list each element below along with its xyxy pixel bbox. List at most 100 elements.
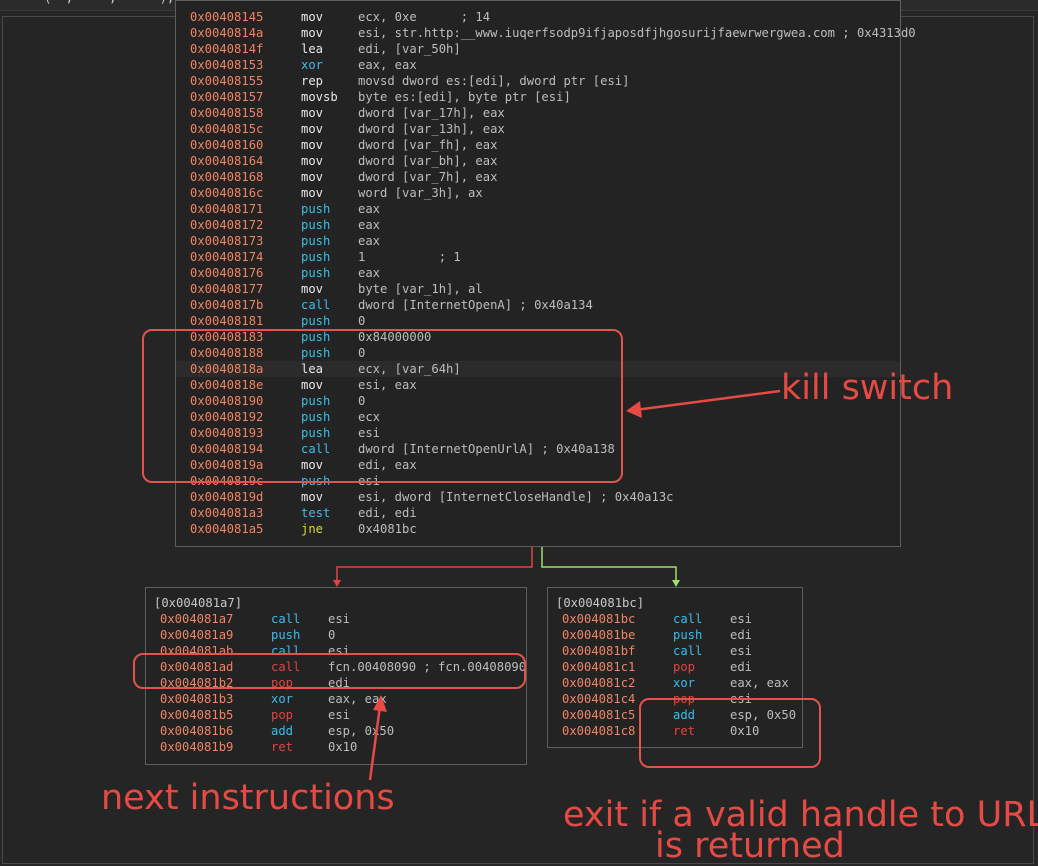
instruction-address[interactable]: 0x00408183 [190,330,264,344]
instruction-address[interactable]: 0x004081b2 [160,676,234,690]
instruction-address[interactable]: 0x00408174 [190,250,264,264]
instruction-address[interactable]: 0x004081a7 [160,612,234,626]
instruction-address[interactable]: 0x0040817b [190,298,264,312]
instruction-address[interactable]: 0x0040815c [190,122,264,136]
instruction-address[interactable]: 0x00408188 [190,346,264,360]
instruction-address[interactable]: 0x00408160 [190,138,264,152]
instruction-address[interactable]: 0x0040816c [190,186,264,200]
instruction-address[interactable]: 0x004081b5 [160,708,234,722]
instruction-address[interactable]: 0x00408145 [190,10,264,24]
instruction-address[interactable]: 0x004081a5 [190,522,264,536]
instruction-address[interactable]: 0x004081c1 [562,660,636,674]
instruction-address[interactable]: 0x00408172 [190,218,264,232]
instruction-address[interactable]: 0x00408164 [190,154,264,168]
instruction-address[interactable]: 0x004081c4 [562,692,636,706]
instruction-address[interactable]: 0x0040819a [190,458,264,472]
instruction-address[interactable]: 0x004081a9 [160,628,234,642]
instruction-address[interactable]: 0x00408168 [190,170,264,184]
instruction-address[interactable]: 0x004081ad [160,660,234,674]
instruction-address[interactable]: 0x00408181 [190,314,264,328]
instruction-address[interactable]: 0x0040814f [190,42,264,56]
instruction-address[interactable]: 0x00408194 [190,442,264,456]
instruction-address[interactable]: 0x004081be [562,628,636,642]
instruction-address[interactable]: 0x00408157 [190,90,264,104]
instruction-address[interactable]: 0x004081b6 [160,724,234,738]
instruction-address[interactable]: 0x0040818a [190,362,264,376]
instruction-address[interactable]: 0x00408177 [190,282,264,296]
instruction-address[interactable]: 0x004081bc [562,612,636,626]
instruction-address[interactable]: 0x00408190 [190,394,264,408]
instruction-address[interactable]: 0x00408173 [190,234,264,248]
instruction-address[interactable]: 0x004081c5 [562,708,636,722]
instruction-address[interactable]: 0x004081b3 [160,692,234,706]
instruction-address[interactable]: 0x0040818e [190,378,264,392]
instruction-address[interactable]: 0x00408155 [190,74,264,88]
instruction-address[interactable]: 0x00408192 [190,410,264,424]
instruction-address[interactable]: 0x004081c2 [562,676,636,690]
kill-switch-label: kill switch [781,368,954,408]
instruction-address[interactable]: 0x004081bf [562,644,636,658]
instruction-address[interactable]: 0x00408158 [190,106,264,120]
instruction-address[interactable]: 0x004081a3 [190,506,264,520]
instruction-address[interactable]: 0x0040814a [190,26,264,40]
instruction-address[interactable]: 0x004081c8 [562,724,636,738]
instruction-address[interactable]: 0x00408153 [190,58,264,72]
instruction-address[interactable]: 0x00408171 [190,202,264,216]
instruction-address[interactable]: 0x00408176 [190,266,264,280]
instruction-address[interactable]: 0x00408193 [190,426,264,440]
instruction-address[interactable]: 0x0040819d [190,490,264,504]
instruction-address[interactable]: 0x004081b9 [160,740,234,754]
